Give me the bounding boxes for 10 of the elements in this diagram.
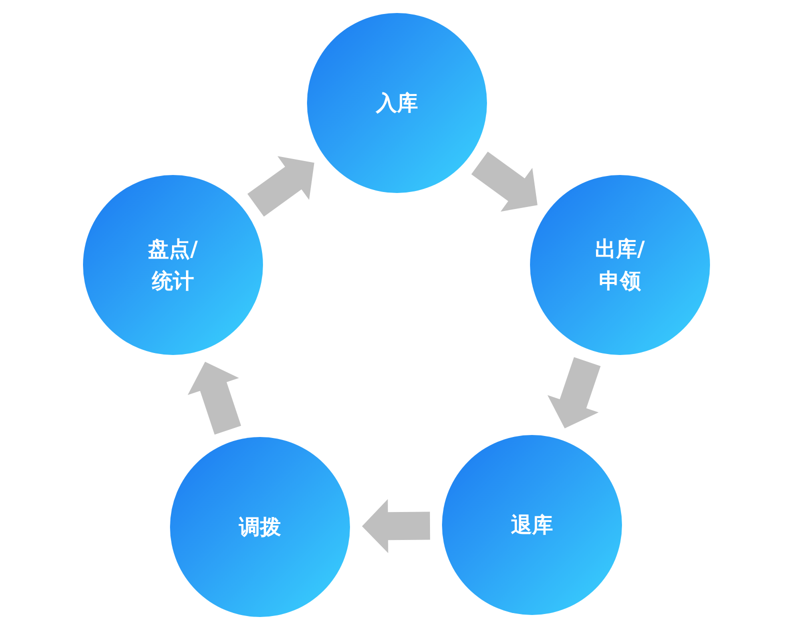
block-arrow xyxy=(247,156,314,217)
block-arrow xyxy=(471,152,538,212)
circle-label: 调拨 xyxy=(238,514,282,541)
block-arrow xyxy=(188,362,242,435)
circle-label: 盘点/统计 xyxy=(147,236,199,295)
block-arrow xyxy=(548,357,601,428)
circle-label: 退库 xyxy=(510,512,554,539)
circle-label: 出库/申领 xyxy=(594,236,646,295)
block-arrow xyxy=(362,499,430,554)
circle-label: 入库 xyxy=(374,90,419,117)
